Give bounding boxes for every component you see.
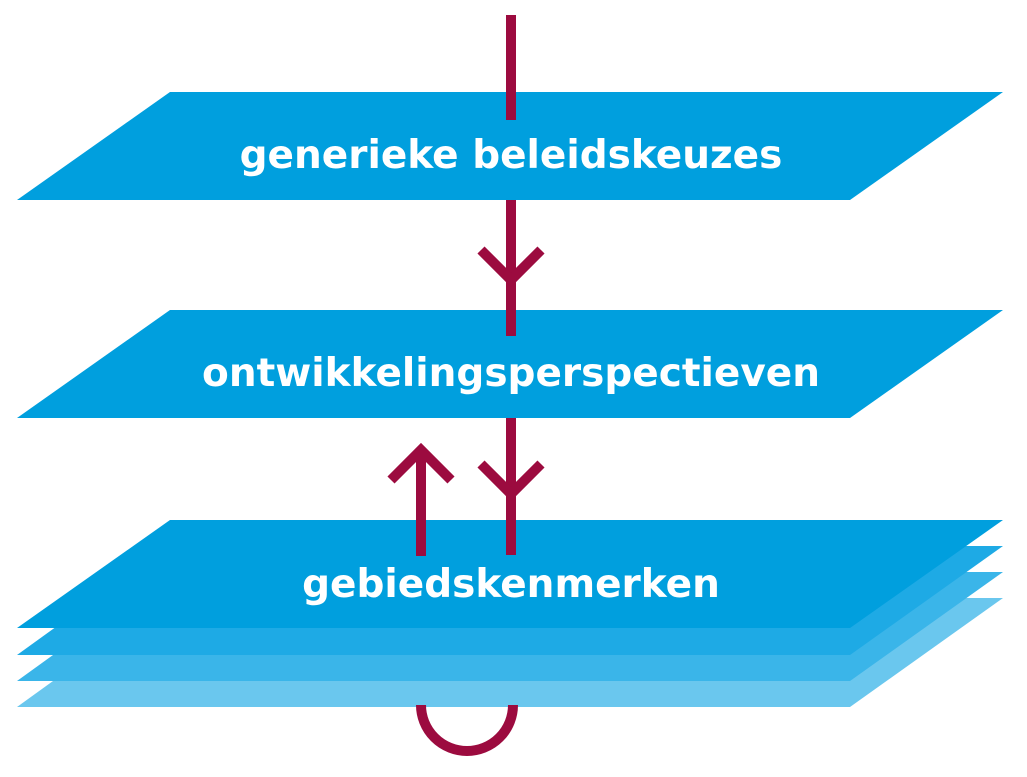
- arrow-bottom-to-middle: [387, 442, 455, 556]
- arrow-top-to-middle: [477, 200, 545, 336]
- layer-top-plane: [17, 92, 1003, 200]
- layer-middle-label: ontwikkelingsperspectieven: [202, 351, 820, 396]
- bottom-loop-arrow: [416, 704, 518, 756]
- layer-bottom-plane: [17, 520, 1003, 628]
- layer-middle-plane: [17, 310, 1003, 418]
- arrow-middle-to-bottom: [477, 418, 545, 555]
- layer-top-label: generieke beleidskeuzes: [240, 133, 783, 178]
- layer-bottom-label: gebiedskenmerken: [302, 562, 720, 607]
